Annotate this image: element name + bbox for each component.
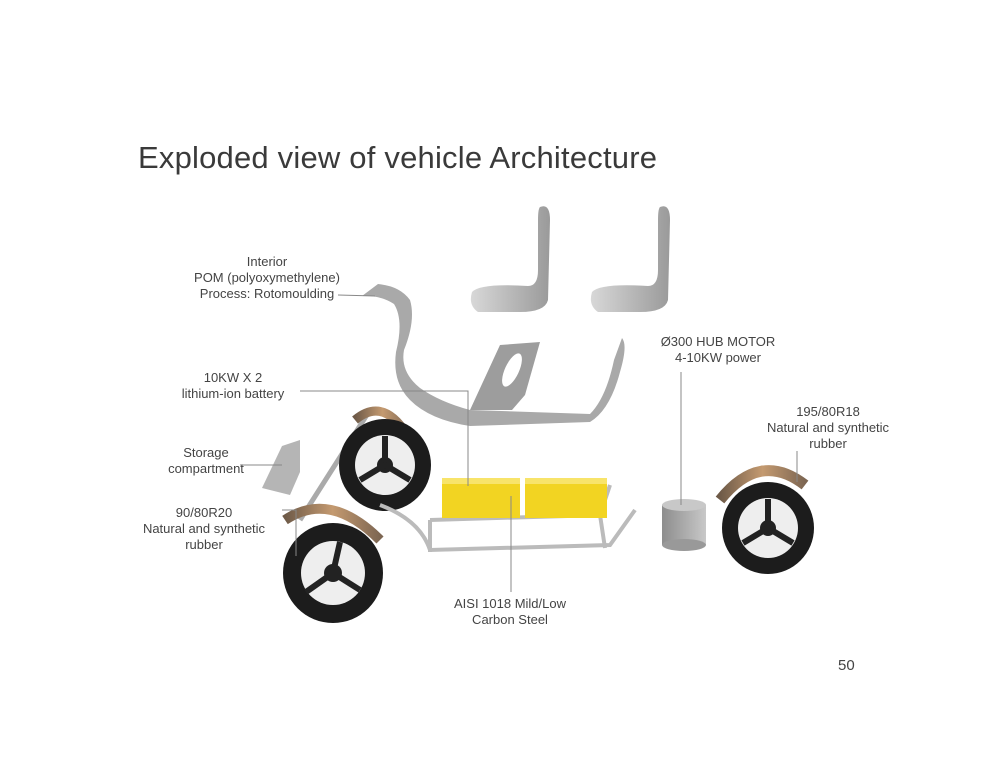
wheel-right (715, 465, 814, 574)
label-line: Interior (246, 254, 288, 269)
label-line: 4-10KW power (675, 350, 761, 365)
label-line: Natural and synthetic (766, 420, 890, 435)
wheel-front-left (282, 503, 384, 623)
label-line: POM (polyoxymethylene) (194, 270, 340, 285)
interior-shell (362, 284, 625, 426)
label-line: compartment (168, 461, 244, 476)
label-line: AISI 1018 Mild/Low (453, 596, 567, 611)
label-line: Storage (183, 445, 229, 460)
label-line: lithium-ion battery (181, 386, 285, 401)
label-line: Carbon Steel (472, 612, 548, 627)
seat-right (590, 206, 670, 312)
label-battery: 10KW X 2 lithium-ion battery (182, 370, 285, 402)
label-storage: Storage compartment (168, 445, 244, 477)
label-frame: AISI 1018 Mild/Low Carbon Steel (454, 596, 566, 628)
label-line: 10KW X 2 (203, 370, 263, 385)
label-hub-motor: Ø300 HUB MOTOR 4-10KW power (661, 334, 776, 366)
label-line: 195/80R18 (796, 404, 860, 419)
label-line: rubber (809, 436, 847, 451)
hub-motor (662, 499, 706, 551)
label-line: 90/80R20 (175, 505, 233, 520)
label-interior: Interior POM (polyoxymethylene) Process:… (194, 254, 340, 302)
page-number: 50 (838, 657, 855, 674)
label-line: Ø300 HUB MOTOR (660, 334, 776, 349)
slide-title: Exploded view of vehicle Architecture (138, 140, 658, 175)
seat-left (470, 206, 550, 312)
label-front-tire: 90/80R20 Natural and synthetic rubber (143, 505, 265, 553)
label-line: rubber (185, 537, 223, 552)
wheel-upper-left (339, 406, 431, 511)
leader-lines (240, 294, 798, 592)
storage-compartment (262, 440, 300, 495)
battery-packs (442, 478, 607, 518)
label-line: Process: Rotomoulding (199, 286, 335, 301)
label-line: Natural and synthetic (142, 521, 266, 536)
label-rear-tire: 195/80R18 Natural and synthetic rubber (767, 404, 889, 452)
